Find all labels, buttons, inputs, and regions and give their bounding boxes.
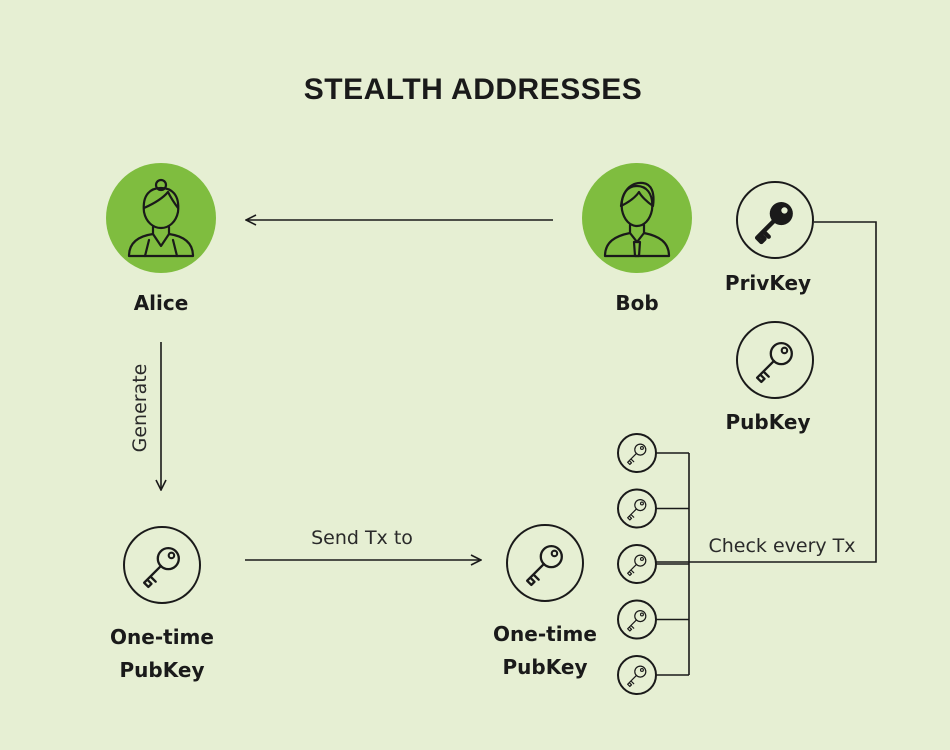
- bob-node: Bob: [582, 163, 692, 315]
- outline-key-icon: [142, 546, 180, 589]
- alice-onetime-label-line1: One-time: [110, 625, 214, 649]
- tx-key-ring: [617, 599, 657, 640]
- transaction-keys-group: [617, 433, 690, 695]
- tx-key-item: [617, 655, 689, 695]
- bob-onetime-label-line1: One-time: [493, 622, 597, 646]
- woman-avatar-icon: [127, 178, 195, 258]
- bob-onetime-label-line2: PubKey: [503, 655, 588, 679]
- outline-key-icon: [627, 554, 647, 577]
- solid-key-icon: [757, 202, 793, 242]
- check-every-tx-label: Check every Tx: [708, 535, 855, 557]
- alice-onetime-pubkey-node: One-time PubKey: [110, 526, 214, 682]
- tx-key-item: [617, 488, 689, 529]
- alice-node: Alice: [106, 163, 216, 315]
- outline-key-icon: [627, 498, 647, 521]
- alice-label: Alice: [134, 291, 189, 315]
- pub-key-node: PubKey: [726, 321, 814, 434]
- alice-onetime-label-line2: PubKey: [120, 658, 205, 682]
- tx-key-ring: [617, 433, 657, 473]
- tx-key-ring: [617, 655, 657, 695]
- bob-onetime-pubkey-node: One-time PubKey: [493, 524, 597, 679]
- outline-key-icon: [627, 609, 647, 632]
- tx-key-item: [617, 599, 689, 640]
- outline-key-icon: [627, 443, 647, 466]
- send-tx-label: Send Tx to: [311, 527, 413, 549]
- pub-key-label: PubKey: [726, 410, 811, 434]
- tx-key-ring: [617, 544, 657, 584]
- priv-key-node: PrivKey: [725, 181, 814, 295]
- tx-key-item: [617, 544, 689, 584]
- tx-key-ring: [617, 488, 657, 529]
- outline-key-icon: [755, 341, 793, 384]
- bob-label: Bob: [615, 291, 658, 315]
- priv-key-label: PrivKey: [725, 271, 811, 295]
- outline-key-icon: [627, 665, 647, 688]
- outline-key-icon: [525, 544, 563, 587]
- man-avatar-icon: [603, 181, 671, 258]
- diagram-title: STEALTH ADDRESSES: [304, 73, 643, 106]
- check-every-tx-connector: [655, 221, 877, 563]
- generate-label: Generate: [129, 364, 151, 453]
- tx-key-item: [617, 433, 689, 473]
